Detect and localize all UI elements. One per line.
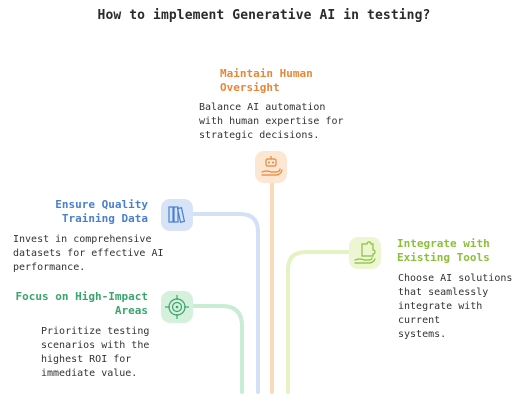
focus-description: Prioritize testing scenarios with the hi… <box>41 326 150 379</box>
books-icon <box>161 199 193 231</box>
training-connector <box>190 212 260 394</box>
oversight-description: Balance AI automation with human experti… <box>199 102 344 141</box>
training-heading: Ensure Quality Training Data <box>55 198 148 225</box>
focus-heading: Focus on High-Impact Areas <box>15 290 148 317</box>
focus-connector <box>190 304 244 394</box>
integrate-heading: Integrate with Existing Tools <box>397 237 490 264</box>
target-icon <box>161 291 193 323</box>
diagram-title: How to implement Generative AI in testin… <box>97 8 431 23</box>
hand-robot-icon <box>255 151 287 183</box>
integrate-description: Choose AI solutions that seamlessly inte… <box>398 273 513 340</box>
puzzle-hand-icon <box>349 237 381 269</box>
integrate-connector <box>286 250 350 394</box>
training-description: Invest in comprehensive datasets for eff… <box>13 234 164 273</box>
oversight-heading: Maintain Human Oversight <box>220 67 313 94</box>
